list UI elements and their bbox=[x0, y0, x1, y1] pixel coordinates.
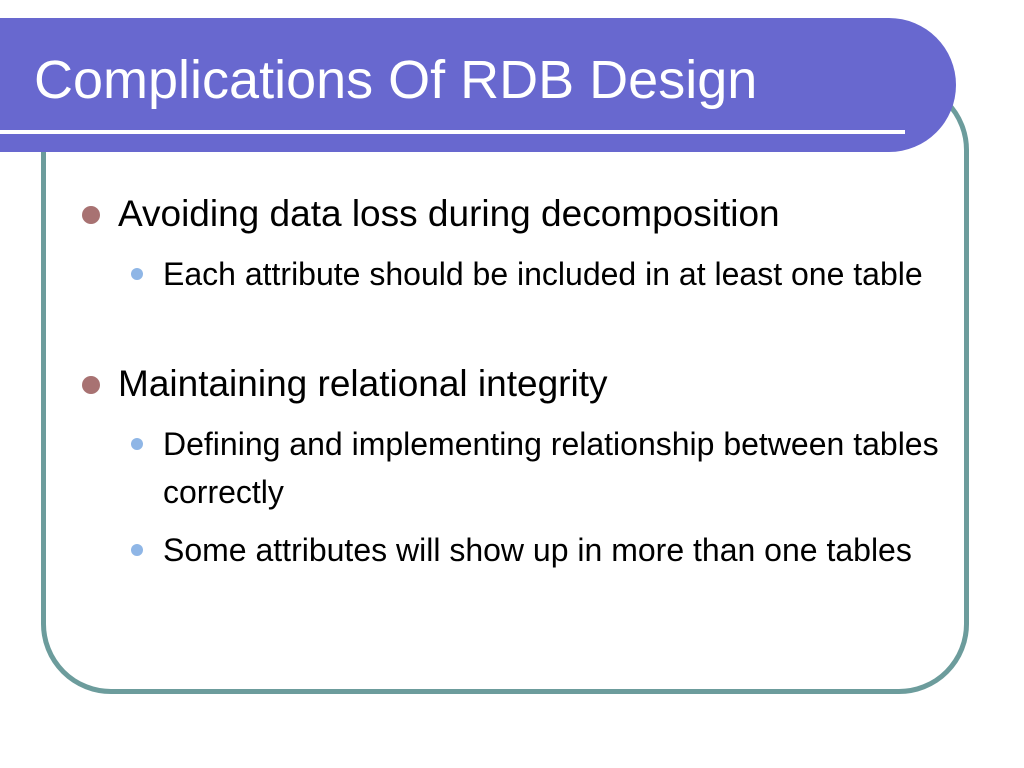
sub-bullet-text: Each attribute should be included in at … bbox=[163, 256, 923, 292]
content-frame bbox=[41, 80, 969, 694]
sub-bullet-text: Defining and implementing relationship b… bbox=[163, 426, 939, 510]
sub-bullet-dot-icon bbox=[131, 544, 143, 556]
title-banner bbox=[0, 18, 956, 152]
bullet-dot-icon bbox=[82, 376, 100, 394]
slide-title: Complications Of RDB Design bbox=[34, 50, 758, 110]
bullet-dot-icon bbox=[82, 206, 100, 224]
bullet-item-2: Maintaining relational integrity bbox=[82, 362, 958, 406]
sub-bullet-text: Some attributes will show up in more tha… bbox=[163, 532, 912, 568]
sub-bullet-dot-icon bbox=[131, 438, 143, 450]
sub-bullet-item-2-2: Some attributes will show up in more tha… bbox=[131, 526, 953, 574]
title-underline bbox=[0, 130, 905, 134]
bullet-text: Maintaining relational integrity bbox=[118, 363, 608, 404]
sub-bullet-item-1-1: Each attribute should be included in at … bbox=[131, 250, 953, 298]
sub-bullet-item-2-1: Defining and implementing relationship b… bbox=[131, 420, 953, 516]
bullet-item-1: Avoiding data loss during decomposition bbox=[82, 192, 958, 236]
sub-bullet-dot-icon bbox=[131, 268, 143, 280]
bullet-text: Avoiding data loss during decomposition bbox=[118, 193, 780, 234]
